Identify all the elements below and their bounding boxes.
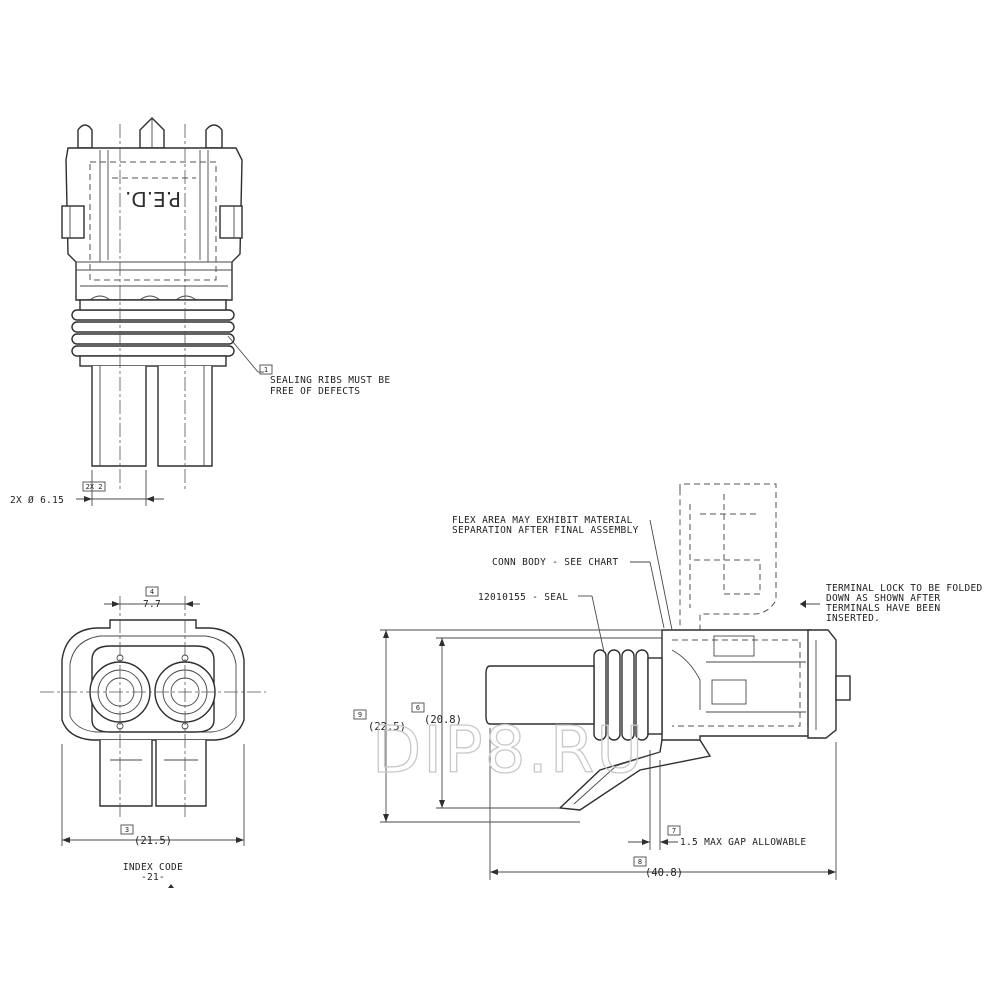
front-view: [40, 586, 266, 888]
conn-body-note: CONN BODY - SEE CHART: [492, 557, 618, 568]
pitch-dim: 7.7: [143, 599, 161, 610]
gap-tag: 7: [672, 827, 676, 835]
terminal-note-line4: INSERTED.: [826, 613, 880, 624]
bore-dia-dim: 2X Ø 6.15: [10, 495, 64, 506]
terminal-note-line2: DOWN AS SHOWN AFTER: [826, 593, 940, 604]
terminal-note-line1: TERMINAL LOCK TO BE FOLDED: [826, 583, 983, 594]
width-dim: (21.5): [134, 835, 172, 847]
gap-dim: 1.5 MAX GAP ALLOWABLE: [680, 837, 806, 848]
bore-dia-tag: 2X 2: [86, 483, 103, 491]
width-tag: 3: [125, 826, 129, 834]
flex-note-line2: SEPARATION AFTER FINAL ASSEMBLY: [452, 525, 639, 536]
height-tag: 9: [358, 711, 362, 719]
body-height-tag: 6: [416, 704, 420, 712]
top-view: [61, 117, 264, 506]
seal-rib-tag: 1: [264, 366, 268, 374]
watermark: DIP8.RU: [372, 714, 645, 788]
pitch-tag: 4: [150, 588, 154, 596]
side-view: [353, 483, 851, 880]
seal-rib-note-line2: FREE OF DEFECTS: [270, 386, 360, 397]
flex-note-line1: FLEX AREA MAY EXHIBIT MATERIAL: [452, 515, 633, 526]
length-dim: (40.8): [645, 867, 683, 879]
index-code-label: INDEX CODE: [123, 862, 183, 873]
seal-note: 12010155 - SEAL: [478, 592, 568, 603]
seal-rib-note-line1: SEALING RIBS MUST BE: [270, 375, 390, 386]
index-code-value: -21-: [141, 872, 165, 883]
length-tag: 8: [638, 858, 642, 866]
body-height-dim: (20.8): [424, 714, 462, 726]
terminal-note-line3: TERMINALS HAVE BEEN: [826, 603, 940, 614]
ped-marking: P.E.D.: [125, 187, 181, 211]
height-dim: (22.5): [368, 721, 406, 733]
